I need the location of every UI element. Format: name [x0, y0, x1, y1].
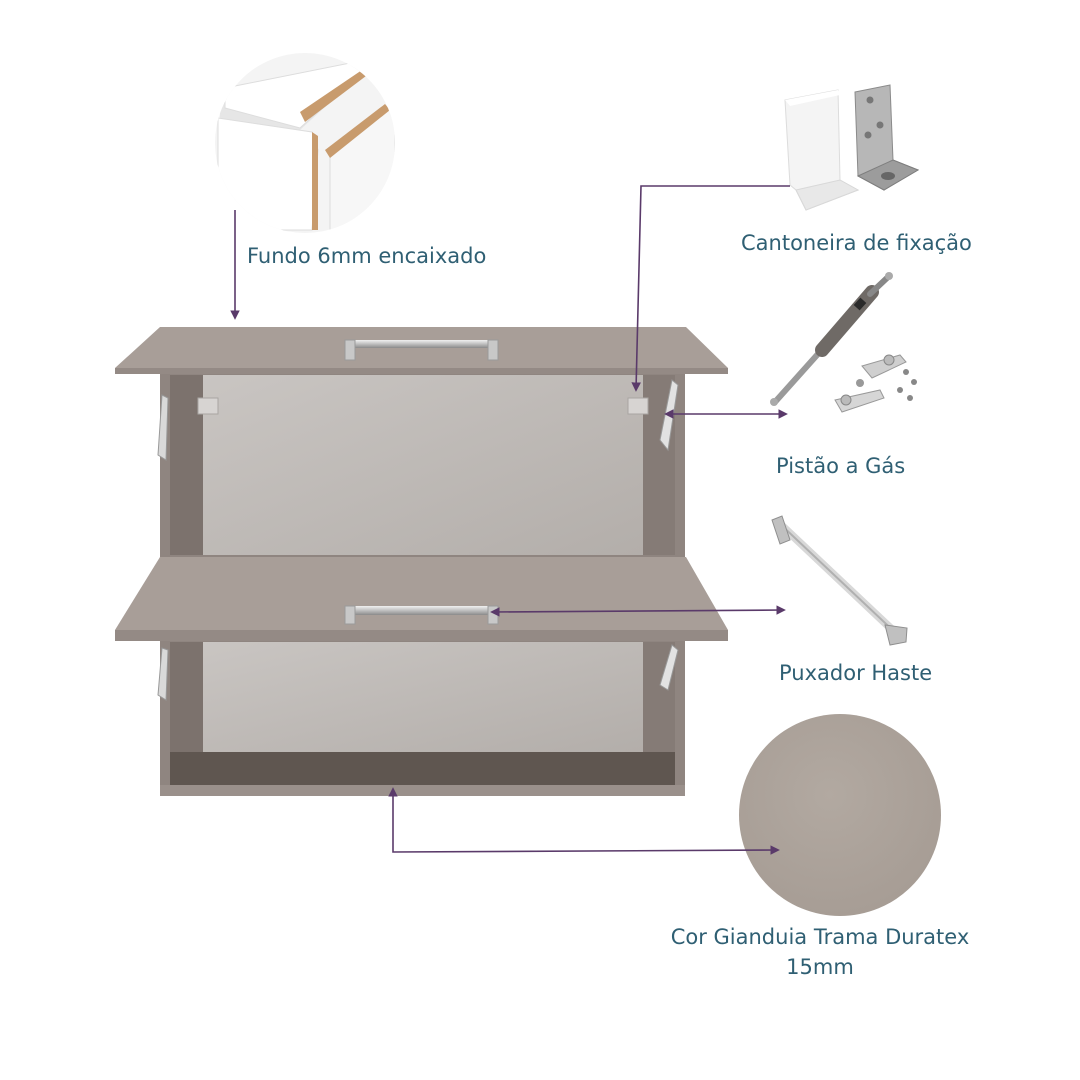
- l-bracket-icon: [784, 84, 920, 211]
- color-swatch: [739, 714, 941, 916]
- leader-handle: [490, 605, 786, 617]
- label-color: Cor Gianduia Trama Duratex 15mm: [660, 922, 980, 982]
- label-color-line2: 15mm: [786, 955, 854, 979]
- joinery-detail-icon: [215, 53, 395, 233]
- label-bracket: Cantoneira de fixação: [741, 231, 972, 255]
- label-gas-piston: Pistão a Gás: [776, 454, 906, 478]
- gas-piston-icon: [770, 272, 917, 413]
- cabinet-handle-top: [344, 339, 499, 361]
- label-handle: Puxador Haste: [779, 661, 933, 685]
- label-back-panel: Fundo 6mm encaixado: [247, 244, 487, 268]
- bar-handle-icon: [771, 515, 908, 646]
- leader-bracket: [631, 185, 790, 392]
- cabinet: [115, 327, 728, 796]
- label-color-line1: Cor Gianduia Trama Duratex: [670, 925, 970, 949]
- leader-lines: [230, 185, 790, 855]
- leader-color: [388, 787, 780, 855]
